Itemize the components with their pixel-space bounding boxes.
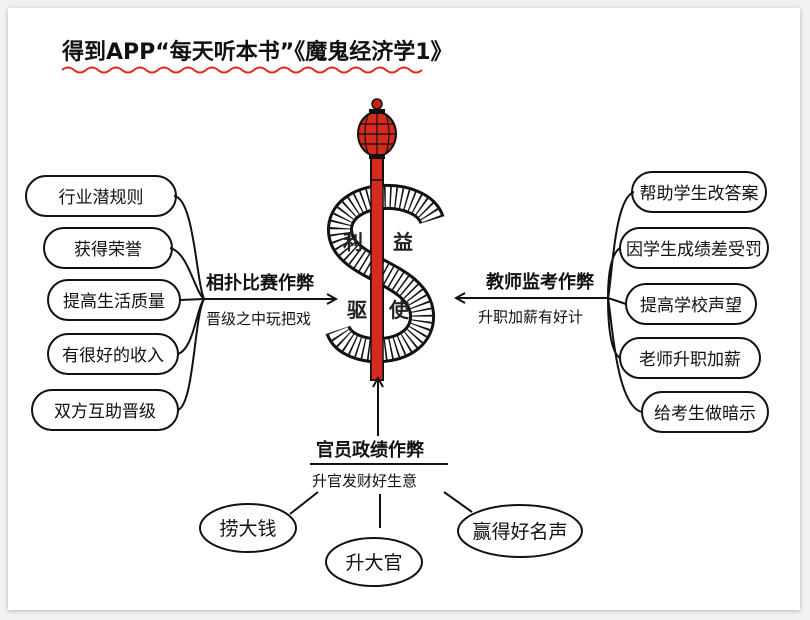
title-wavy-underline xyxy=(61,66,423,74)
right-connectors xyxy=(607,191,643,413)
right-item: 给考生做暗示 xyxy=(654,404,756,424)
left-item: 提高生活质量 xyxy=(63,292,165,312)
center-label-bottom-right: 使 xyxy=(388,298,410,322)
bottom-connectors xyxy=(289,491,473,528)
right-item: 因学生成绩差受罚 xyxy=(626,240,762,260)
right-subheading: 升职加薪有好计 xyxy=(478,308,583,326)
bottom-item-bubble xyxy=(325,537,423,587)
left-item: 行业潜规则 xyxy=(59,188,144,208)
center-label-top-right: 益 xyxy=(393,230,413,254)
bottom-item: 升大官 xyxy=(345,552,402,574)
bottom-branch: 官员政绩作弊 升官发财好生意 捞大钱 升大官 赢得好名声 xyxy=(199,378,583,587)
left-heading: 相扑比赛作弊 xyxy=(206,272,315,294)
left-connectors xyxy=(169,195,205,411)
center-label-bottom-left: 驱 xyxy=(347,298,367,322)
bottom-item: 捞大钱 xyxy=(219,518,276,540)
bottom-heading: 官员政绩作弊 xyxy=(316,439,425,461)
center-label-top-left: 利 xyxy=(343,230,363,254)
bottom-item-bubble xyxy=(457,504,583,558)
right-item: 提高学校声望 xyxy=(640,296,742,316)
right-item: 老师升职加薪 xyxy=(639,350,741,370)
left-branch: 行业潜规则 获得荣誉 提高生活质量 有很好的收入 双方互助晋级 相扑比赛作弊 晋… xyxy=(25,175,336,431)
right-branch: 帮助学生改答案 因学生成绩差受罚 提高学校声望 老师升职加薪 给考生做暗示 教师… xyxy=(456,171,769,433)
left-item: 有很好的收入 xyxy=(62,346,164,366)
bottom-item: 赢得好名声 xyxy=(472,521,567,543)
right-heading: 教师监考作弊 xyxy=(486,271,595,293)
left-subheading: 晋级之中玩把戏 xyxy=(206,310,311,328)
diagram-title: 得到APP“每天听本书”《魔鬼经济学1》 xyxy=(61,39,453,65)
right-item: 帮助学生改答案 xyxy=(640,184,759,204)
bottom-item-bubble xyxy=(199,503,297,553)
lantern-icon xyxy=(357,98,397,159)
bottom-subheading: 升官发财好生意 xyxy=(312,472,417,490)
mind-map-canvas: 得到APP“每天听本书”《魔鬼经济学1》 利 益 驱 使 行业潜规则 获得荣誉 … xyxy=(8,8,800,610)
left-item: 双方互助晋级 xyxy=(54,402,156,422)
left-item: 获得荣誉 xyxy=(74,240,142,260)
mind-map-diagram: 得到APP“每天听本书”《魔鬼经济学1》 利 益 驱 使 行业潜规则 获得荣誉 … xyxy=(25,39,769,587)
dollar-symbol: 利 益 驱 使 xyxy=(325,98,445,381)
